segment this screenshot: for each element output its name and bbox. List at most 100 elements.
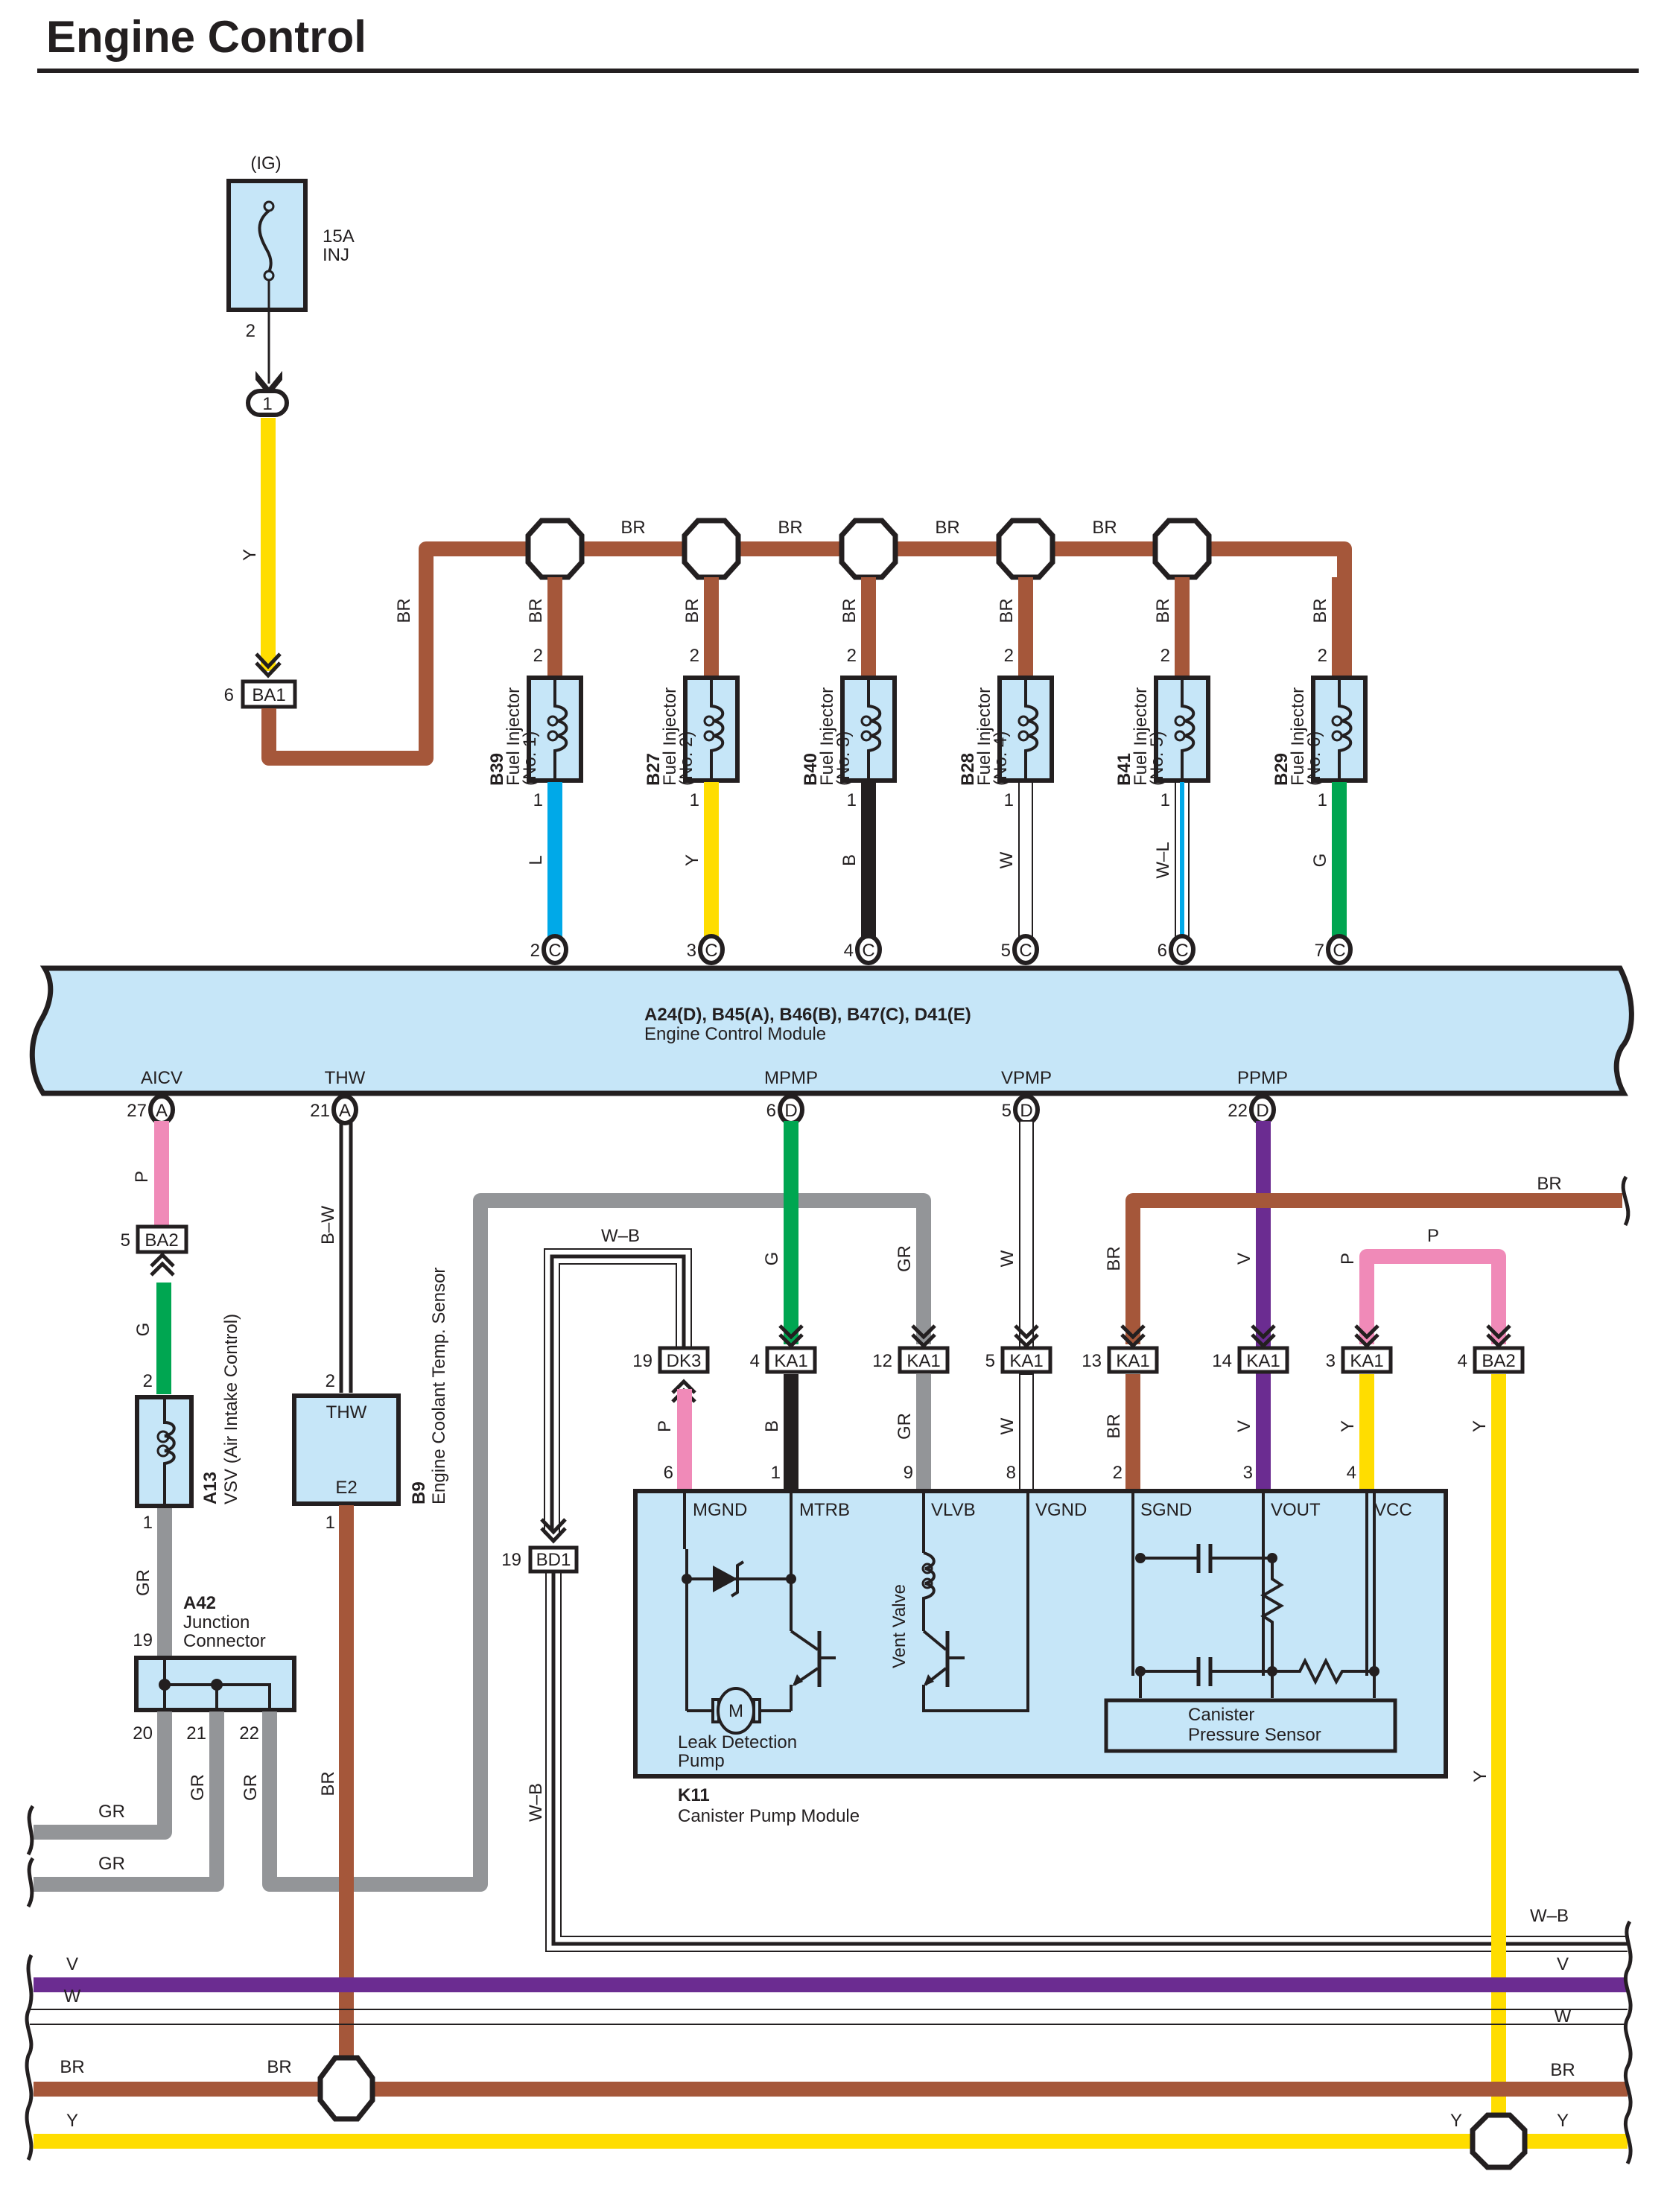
ecm-pin-30[interactable]: C4 (844, 934, 882, 965)
wire-gr-20[interactable] (34, 1712, 172, 1840)
wire-br-injector-feed[interactable] (1175, 577, 1190, 678)
wire-v-vout[interactable] (1256, 1374, 1271, 1490)
wire-b-mtrb[interactable] (784, 1374, 798, 1490)
wire-p-mgnd[interactable] (677, 1389, 692, 1490)
ecm-pin-10[interactable]: C2 (530, 934, 568, 965)
pin-number: 6 (1158, 941, 1167, 961)
wire-w-vgnd[interactable] (1019, 1373, 1034, 1490)
svg-text:1: 1 (262, 394, 272, 414)
wire-bw-thw[interactable] (339, 1121, 353, 1393)
bus-wire-br[interactable] (34, 2082, 1628, 2097)
wire-br-injector-feed[interactable] (547, 577, 562, 678)
splice-y-bus[interactable] (1470, 2112, 1528, 2170)
wire-gr-21[interactable] (34, 1712, 224, 1892)
injector-body[interactable] (1154, 676, 1210, 783)
vsv-component[interactable] (135, 1395, 194, 1508)
wire-gr-22-vlvb[interactable] (262, 1193, 931, 1892)
wire-injector-signal[interactable] (1018, 781, 1033, 938)
wire-y-ba2-bus[interactable] (1491, 1374, 1506, 2156)
fuse-inj[interactable]: (IG) 15A INJ 2 (226, 153, 355, 341)
splice-injector-bus[interactable] (682, 518, 741, 580)
connector-pin: 5 (985, 1351, 995, 1371)
connector-1[interactable]: 1 (246, 389, 289, 417)
junction-pin: 21 (186, 1723, 206, 1744)
splice-injector-bus[interactable] (839, 518, 898, 580)
wire-label: GR (133, 1569, 153, 1596)
canister-pressure-sensor[interactable]: Canister Pressure Sensor (1104, 1698, 1397, 1753)
wire-gr-vlvb[interactable] (916, 1374, 931, 1490)
wire-br-injector-bus[interactable] (261, 541, 1352, 766)
wire-y-vcc[interactable] (1359, 1374, 1374, 1490)
wire-p-bridge[interactable] (1359, 1249, 1506, 1344)
ecm-pin-50[interactable]: C6 (1158, 934, 1196, 965)
wire-injector-signal[interactable] (861, 782, 876, 937)
injector-name: Fuel Injector (974, 687, 994, 786)
terminal-vlvb: VLVB (931, 1500, 976, 1520)
injector-body[interactable] (683, 676, 740, 783)
wire-injector-signal[interactable] (547, 782, 562, 937)
ecm-pin-60[interactable]: C7 (1315, 934, 1353, 965)
wire-wb-bottom[interactable] (545, 1573, 1628, 1952)
pin-connector-letter: C (862, 941, 874, 961)
solenoid-coil-icon (1181, 678, 1196, 781)
bus-wire-v[interactable] (34, 1977, 1628, 1992)
splice-injector-bus[interactable] (996, 518, 1055, 580)
wire-br-sgnd[interactable] (1125, 1193, 1622, 1344)
bus-wire-y[interactable] (34, 2134, 1628, 2149)
injector-top-pin: 2 (1160, 646, 1170, 666)
wire-label: B (762, 1420, 782, 1432)
wire-label: P (655, 1420, 675, 1432)
splice-injector-bus[interactable] (525, 518, 585, 580)
ecm-pin-mpmp[interactable]: D6 (766, 1094, 804, 1125)
ecm-pin-vpmp[interactable]: D5 (1002, 1094, 1040, 1125)
terminal-vcc: VCC (1374, 1500, 1412, 1520)
wire-p-aicv[interactable] (154, 1121, 169, 1225)
wire-g-vsv[interactable] (156, 1283, 171, 1394)
ecm-pin-ppmp[interactable]: D22 (1228, 1094, 1276, 1125)
connector-ba2-vsv[interactable]: BA2 5 (121, 1224, 188, 1254)
splice-br-bus[interactable] (317, 2055, 375, 2122)
injector-body[interactable] (840, 676, 897, 783)
pin-connector-letter: C (1175, 941, 1188, 961)
wire-br-injector-feed[interactable] (1018, 577, 1033, 678)
wire-wb-ground[interactable] (544, 1248, 692, 1534)
ecm-pin-20[interactable]: C3 (687, 934, 725, 965)
wire-g-mpmp[interactable] (784, 1121, 798, 1344)
ecm-pin-40[interactable]: C5 (1001, 934, 1039, 965)
injector-body[interactable] (1311, 676, 1368, 783)
connector-bd1[interactable]: BD1 19 (501, 1545, 579, 1574)
ecm-module[interactable]: A24(D), B45(A), B46(B), B47(C), D41(E) E… (29, 965, 1634, 1096)
terminal-vout: VOUT (1271, 1500, 1321, 1520)
wire-y-feed[interactable] (261, 418, 276, 671)
pump-label-2: Pump (678, 1751, 725, 1771)
connector-label: KA1 (1350, 1351, 1383, 1371)
ecm-pin-aicv[interactable]: A27 (127, 1094, 175, 1125)
wire-br-injector-feed[interactable] (861, 577, 876, 678)
wire-injector-signal[interactable] (704, 782, 719, 937)
wire-br-sgnd-lower[interactable] (1125, 1374, 1140, 1490)
bus-wire-w[interactable] (30, 2009, 1628, 2025)
injector-body[interactable] (527, 676, 583, 783)
connector-ba1[interactable]: BA1 6 (224, 679, 297, 709)
wire-injector-signal[interactable] (1332, 782, 1347, 937)
ecm-pin-thw[interactable]: A21 (310, 1094, 358, 1125)
wire-br-injector-feed[interactable] (704, 577, 719, 678)
junction-connector[interactable] (134, 1656, 296, 1712)
wire-br-e2[interactable] (339, 1505, 354, 2086)
coolant-sensor-component[interactable]: THW E2 (292, 1393, 401, 1506)
wire-label: P (1338, 1253, 1358, 1265)
wire-br-injector-feed[interactable] (1332, 577, 1347, 678)
wire-injector-signal[interactable] (1175, 781, 1190, 938)
injector-body[interactable] (997, 676, 1054, 783)
splice-injector-bus[interactable] (1152, 518, 1212, 580)
